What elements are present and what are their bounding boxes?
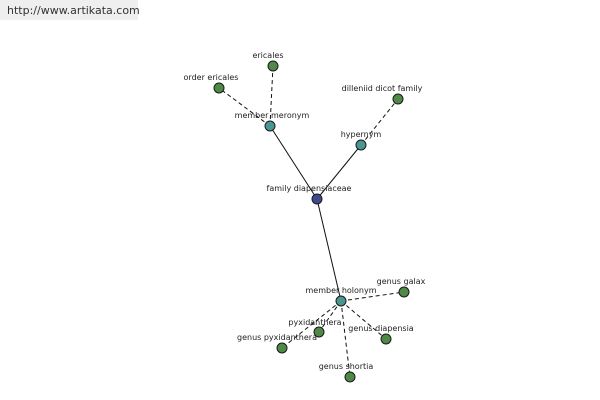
node-genus-diapensia[interactable]: genus diapensia — [348, 324, 414, 345]
node-order-ericales[interactable]: order ericales — [184, 73, 239, 94]
node-genus-pyxidanthera[interactable]: genus pyxidanthera — [237, 333, 317, 354]
node-dot-genus-diapensia[interactable] — [380, 333, 392, 345]
graph-edges — [218, 65, 405, 378]
edge-member-holonym-genus-diapensia — [340, 300, 387, 340]
node-hypernym[interactable]: hypernym — [341, 130, 382, 151]
node-dot-ericales[interactable] — [267, 60, 279, 72]
node-label-dilleniid-dicot-family: dilleniid dicot family — [342, 84, 423, 93]
source-bar: http://www.artikata.com — [0, 0, 140, 20]
node-member-meronym[interactable]: member meronym — [235, 111, 310, 132]
node-dot-hypernym[interactable] — [355, 139, 367, 151]
node-dot-pyxidanthera[interactable] — [313, 326, 325, 338]
node-dot-member-holonym[interactable] — [335, 295, 347, 307]
node-dot-genus-galax[interactable] — [398, 286, 410, 298]
node-label-member-holonym: member holonym — [305, 286, 376, 295]
node-genus-shortia[interactable]: genus shortia — [319, 362, 374, 383]
edge-root-member-meronym — [269, 125, 318, 200]
node-label-order-ericales: order ericales — [184, 73, 239, 82]
edge-member-holonym-pyxidanthera — [318, 300, 342, 333]
node-label-genus-shortia: genus shortia — [319, 362, 374, 371]
node-dot-order-ericales[interactable] — [213, 82, 225, 94]
node-genus-galax[interactable]: genus galax — [377, 277, 426, 298]
node-label-member-meronym: member meronym — [235, 111, 310, 120]
node-dot-genus-shortia[interactable] — [344, 371, 356, 383]
edge-member-holonym-genus-pyxidanthera — [281, 300, 342, 349]
node-root[interactable]: family diapensiaceae — [267, 184, 352, 205]
node-label-genus-pyxidanthera: genus pyxidanthera — [237, 333, 317, 342]
node-label-genus-galax: genus galax — [377, 277, 426, 286]
node-label-hypernym: hypernym — [341, 130, 382, 139]
edge-member-meronym-order-ericales — [218, 87, 271, 127]
node-member-holonym[interactable]: member holonym — [305, 286, 377, 307]
node-label-genus-diapensia: genus diapensia — [348, 324, 414, 333]
edge-member-holonym-genus-galax — [340, 291, 405, 302]
node-dot-member-meronym[interactable] — [264, 120, 276, 132]
node-dilleniid-dicot-family[interactable]: dilleniid dicot family — [342, 84, 423, 105]
edge-root-member-holonym — [316, 198, 342, 302]
node-dot-root[interactable] — [311, 193, 323, 205]
node-label-root: family diapensiaceae — [267, 184, 352, 193]
node-pyxidanthera[interactable]: pyxidanthera — [288, 318, 342, 338]
node-ericales[interactable]: ericales — [252, 51, 284, 72]
source-url-link[interactable]: http://www.artikata.com — [7, 4, 140, 17]
edge-hypernym-dilleniid-dicot-family — [360, 98, 399, 146]
edge-member-meronym-ericales — [269, 65, 274, 127]
node-dot-genus-pyxidanthera[interactable] — [276, 342, 288, 354]
graph-nodes: family diapensiaceae member meronym hypern… — [184, 51, 426, 383]
edge-root-hypernym — [316, 144, 362, 200]
edge-member-holonym-genus-shortia — [340, 300, 351, 378]
node-dot-dilleniid-dicot-family[interactable] — [392, 93, 404, 105]
node-label-pyxidanthera: pyxidanthera — [288, 318, 341, 327]
node-label-ericales: ericales — [252, 51, 283, 60]
